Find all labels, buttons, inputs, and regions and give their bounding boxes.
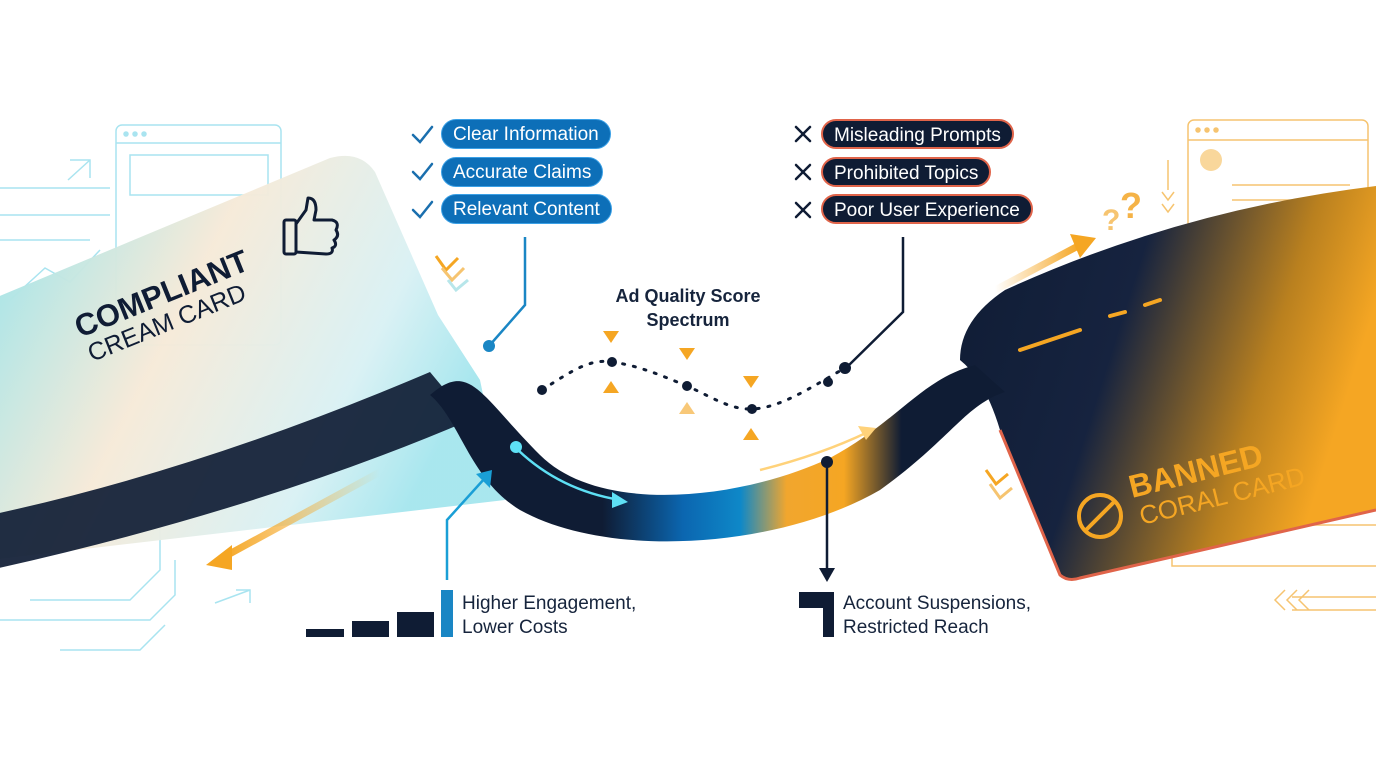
good-criteria-pill: Clear Information <box>441 119 611 149</box>
spectrum-title-line: Spectrum <box>646 310 730 330</box>
prohibited-icon <box>1077 493 1123 539</box>
x-icon <box>794 125 812 143</box>
bad-outcome-line: Account Suspensions, <box>843 593 1032 614</box>
spectrum-ribbon <box>430 365 1005 542</box>
good-criteria-item: Accurate Claims <box>441 156 612 188</box>
good-criteria-pill: Accurate Claims <box>441 156 604 187</box>
bad-criteria-item: Poor User Experience <box>821 193 1033 225</box>
score-curve <box>537 331 851 440</box>
banned-card: BANNED CORAL CARD <box>960 186 1376 581</box>
check-icon <box>411 125 434 144</box>
check-icon <box>411 162 434 181</box>
question-mark-icon: ? <box>1102 204 1120 237</box>
good-criteria-item: Relevant Content <box>441 193 612 225</box>
good-outcome-label: Higher Engagement, Lower Costs <box>462 592 636 640</box>
question-mark-icon: ? <box>1120 185 1142 226</box>
good-criteria-list: Clear Information Accurate Claims Releva… <box>441 118 612 231</box>
spectrum-title: Ad Quality Score Spectrum <box>588 284 788 332</box>
check-icon <box>411 200 434 219</box>
bad-criteria-list: Misleading Prompts Prohibited Topics Poo… <box>821 118 1033 231</box>
bad-criteria-pill: Prohibited Topics <box>821 156 992 187</box>
bad-criteria-item: Prohibited Topics <box>821 156 1033 188</box>
restricted-block-icon <box>799 592 834 637</box>
thumbs-up-icon <box>282 196 340 256</box>
good-criteria-item: Clear Information <box>441 118 612 150</box>
bad-outcome-label: Account Suspensions, Restricted Reach <box>843 592 1031 640</box>
compliant-card: COMPLIANT CREAM CARD <box>0 155 505 568</box>
good-criteria-pill: Relevant Content <box>441 194 612 224</box>
bad-criteria-item: Misleading Prompts <box>821 118 1033 150</box>
x-icon <box>794 201 812 219</box>
x-icon <box>794 163 812 181</box>
ascending-bars-icon <box>306 590 453 637</box>
good-outcome-line: Higher Engagement, <box>462 593 637 614</box>
bad-criteria-pill: Poor User Experience <box>821 194 1033 224</box>
good-outcome-line: Lower Costs <box>462 617 568 638</box>
bad-outcome-line: Restricted Reach <box>843 617 989 638</box>
motion-streaks <box>206 234 1096 570</box>
spectrum-title-line: Ad Quality Score <box>615 286 761 306</box>
bad-criteria-pill: Misleading Prompts <box>821 119 1014 149</box>
connectors <box>445 237 905 582</box>
